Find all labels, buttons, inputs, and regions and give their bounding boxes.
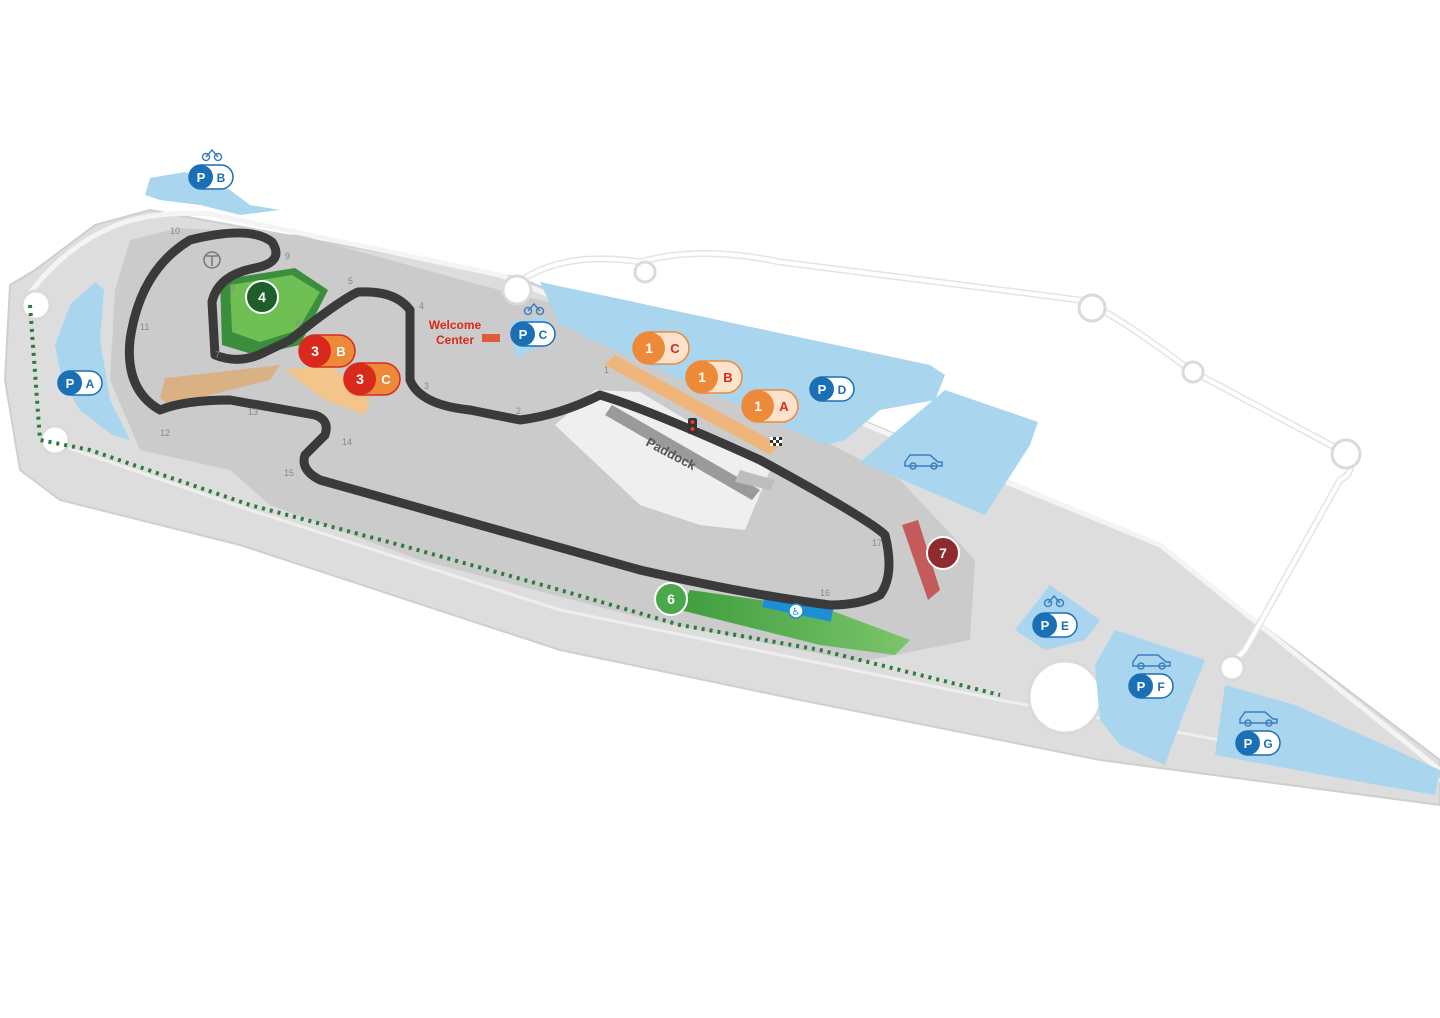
parking-a[interactable]: P A [57, 370, 103, 396]
turn-10: 10 [170, 226, 180, 236]
turn-4: 4 [419, 301, 424, 311]
pit-block [735, 470, 775, 490]
turn-17: 17 [872, 538, 882, 548]
turn-numbers: 1 2 3 4 5 6 7 8 9 10 11 12 13 14 15 16 1… [140, 226, 882, 598]
grandstand-3c-letter: C [381, 372, 391, 387]
motorbike-icon [1043, 594, 1065, 608]
grandstand-1c-letter: C [670, 341, 680, 356]
parking-c-p: P [519, 327, 528, 342]
grandstand-3c[interactable]: 3 C [343, 362, 401, 396]
parking-c[interactable]: P C [510, 321, 556, 347]
grandstand-1c-number: 1 [645, 340, 653, 356]
turn-11: 11 [140, 322, 149, 332]
turn-8: 8 [230, 284, 235, 294]
tree-line [28, 304, 1001, 697]
turn-7: 7 [215, 350, 220, 360]
grandstand-1c[interactable]: 1 C [632, 331, 690, 365]
parking-f-letter: F [1157, 680, 1164, 694]
turn-2: 2 [516, 406, 521, 416]
turn-14: 14 [342, 437, 352, 447]
grandstand-1b-letter: B [723, 370, 732, 385]
parking-g-letter: G [1263, 737, 1272, 751]
parking-f[interactable]: P F [1128, 673, 1174, 699]
parking-a-letter: A [86, 377, 95, 391]
grandstand-areas [160, 355, 940, 600]
grandstand-1b-number: 1 [698, 369, 706, 385]
parking-g[interactable]: P G [1235, 730, 1281, 756]
checkered-flag-icon [770, 437, 782, 446]
zone-4[interactable]: 4 [245, 280, 279, 314]
pit-building [605, 405, 760, 500]
turn-1: 1 [604, 365, 609, 375]
paddock-area [555, 390, 770, 530]
car-icon [904, 454, 943, 470]
parking-e[interactable]: P E [1032, 612, 1078, 638]
parking-f-p: P [1137, 679, 1146, 694]
zone-7-number: 7 [939, 545, 947, 561]
grandstand-3b-letter: B [336, 344, 345, 359]
grandstand-3c-number: 3 [356, 371, 364, 387]
parking-d-letter: D [838, 383, 847, 397]
parking-b-p: P [197, 170, 206, 185]
turn-3: 3 [424, 381, 429, 391]
race-track [124, 228, 894, 610]
start-lights-icon [688, 418, 697, 434]
roundabouts [20, 260, 1362, 735]
parking-b[interactable]: P B [188, 164, 234, 190]
zone-6-number: 6 [667, 591, 675, 607]
welcome-center-line1: Welcome [429, 318, 482, 332]
turn-13: 13 [248, 407, 258, 417]
parking-d[interactable]: P D [809, 376, 855, 402]
car-icon [1239, 711, 1278, 727]
parking-d-p: P [818, 382, 827, 397]
grandstand-1b[interactable]: 1 B [685, 360, 743, 394]
turn-6: 6 [296, 318, 301, 328]
zone-6[interactable]: 6 [654, 582, 688, 616]
welcome-center-line2: Center [436, 333, 474, 347]
parking-e-p: P [1041, 618, 1050, 633]
tower-icon [203, 251, 221, 269]
parking-c-letter: C [539, 328, 548, 342]
welcome-center-building [482, 334, 500, 342]
wheelchair-icon: ♿ [788, 603, 804, 619]
zone-7[interactable]: 7 [926, 536, 960, 570]
turn-16: 16 [820, 588, 830, 598]
grandstand-1a[interactable]: 1 A [741, 389, 799, 423]
parking-e-letter: E [1061, 619, 1069, 633]
svg-text:♿: ♿ [792, 607, 801, 618]
motorbike-icon [201, 148, 223, 162]
parking-a-p: P [66, 376, 75, 391]
zone-4-number: 4 [258, 289, 266, 305]
turn-5: 5 [348, 276, 353, 286]
grandstand-1a-number: 1 [754, 398, 762, 414]
grandstand-3b[interactable]: 3 B [298, 334, 356, 368]
grandstand-3b-number: 3 [311, 343, 319, 359]
welcome-center[interactable]: Welcome Center [429, 318, 500, 347]
motorbike-icon [523, 302, 545, 316]
grandstand-1a-letter: A [779, 399, 789, 414]
car-icon [1132, 654, 1171, 670]
turn-12: 12 [160, 428, 170, 438]
zone-6-area [680, 590, 910, 655]
turn-15: 15 [284, 468, 294, 478]
turn-9: 9 [285, 251, 290, 261]
perimeter-road [22, 210, 1440, 772]
parking-b-letter: B [217, 171, 226, 185]
parking-g-p: P [1244, 736, 1253, 751]
